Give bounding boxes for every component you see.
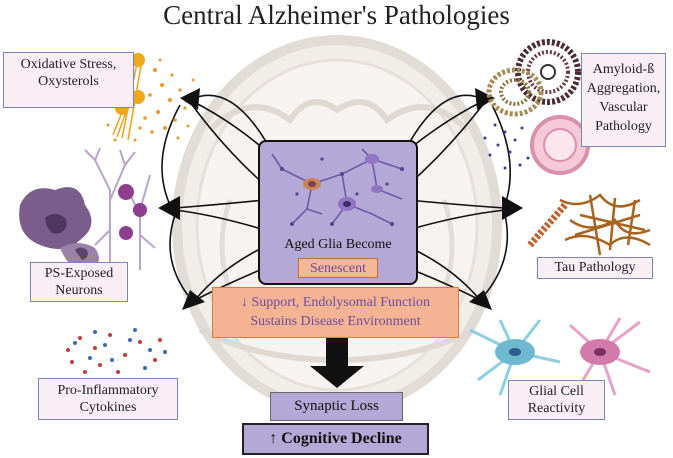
label-line: Oxysterols <box>38 74 99 89</box>
label-amyloid-aggregation: Amyloid-ß Aggregation, Vascular Patholog… <box>581 53 666 147</box>
cytokine-dots-icon <box>66 328 167 374</box>
label-line: Pathology <box>595 119 652 134</box>
support-function-box: ↓ Support, Endolysomal Function Sustains… <box>212 287 459 338</box>
label-line: Amyloid-ß <box>592 62 655 77</box>
cognitive-decline-text: Cognitive Decline <box>281 430 402 447</box>
ps-exposed-neurons-icon <box>19 147 156 272</box>
label-pro-inflammatory-cytokines: Pro-Inflammatory Cytokines <box>38 378 178 420</box>
label-line: Pro-Inflammatory <box>57 383 159 398</box>
down-arrow-glyph: ↓ <box>241 295 248 310</box>
connector-arrows <box>161 94 512 301</box>
tau-tangles-icon <box>527 193 651 256</box>
aged-glia-text: Aged Glia Become <box>284 237 392 252</box>
label-line: Oxidative Stress, <box>20 57 117 72</box>
label-glial-cell-reactivity: Glial Cell Reactivity <box>508 380 605 420</box>
arrow-heads <box>158 88 523 310</box>
up-arrow-glyph: ↑ <box>269 430 278 447</box>
label-ps-exposed-neurons: PS-Exposed Neurons <box>30 262 128 302</box>
label-line: Vascular <box>599 100 648 115</box>
label-line: Glial Cell <box>529 384 584 399</box>
diagram-title: Central Alzheimer's Pathologies <box>163 0 510 30</box>
label-tau-pathology: Tau Pathology <box>537 257 653 279</box>
aged-glia-box: Aged Glia Become Senescent <box>258 140 418 285</box>
senescent-microglia-icon <box>271 148 404 226</box>
label-line: Tau Pathology <box>554 260 636 275</box>
senescent-badge: Senescent <box>298 258 378 278</box>
label-line: Aggregation, <box>586 81 661 96</box>
cognitive-decline-box: ↑ Cognitive Decline <box>242 423 429 455</box>
down-arrow-icon <box>310 338 364 388</box>
support-line-2: Sustains Disease Environment <box>250 314 421 329</box>
label-line: Cytokines <box>79 400 137 415</box>
label-oxidative-stress: Oxidative Stress, Oxysterols <box>3 52 134 108</box>
label-line: Neurons <box>55 283 103 298</box>
glial-cells-icon <box>469 317 651 396</box>
amyloid-plaque-icon <box>483 39 590 175</box>
synaptic-loss-box: Synaptic Loss <box>270 392 403 421</box>
support-line-1: Support, Endolysomal Function <box>251 295 431 310</box>
label-line: Reactivity <box>527 401 586 416</box>
label-line: PS-Exposed <box>44 266 114 281</box>
